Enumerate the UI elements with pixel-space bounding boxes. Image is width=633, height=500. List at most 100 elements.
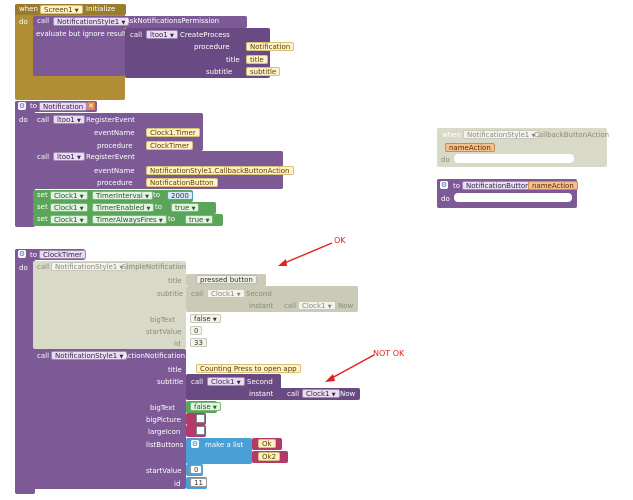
initialize-event-label: Initialize xyxy=(86,5,116,13)
gear-icon[interactable]: ⚙ xyxy=(191,440,199,448)
call-keyword: call xyxy=(37,17,50,25)
list-item-ok2[interactable]: Ok2 xyxy=(258,452,281,461)
action-title-value[interactable]: Counting Press to open app xyxy=(196,364,301,373)
make-a-list-label: make a list xyxy=(205,441,244,449)
call-keyword: call xyxy=(191,290,204,298)
eventname-label: eventName xyxy=(94,129,135,137)
do-keyword: do xyxy=(19,264,28,272)
now-method: Now xyxy=(340,390,356,398)
call-keyword: call xyxy=(37,263,50,271)
when-keyword: when xyxy=(442,131,461,139)
eventname-value-callback[interactable]: NotificationStyle1.CallbackButtonAction xyxy=(146,166,294,175)
startvalue-value[interactable]: 0 xyxy=(190,465,203,474)
nameaction-param[interactable]: nameAction xyxy=(528,181,578,190)
subtitle-label: subtitle xyxy=(157,378,184,386)
ltoo1-dropdown[interactable]: ltoo1 ▼ xyxy=(53,152,85,161)
bigtext-dropdown[interactable]: false ▼ xyxy=(190,402,221,411)
procedure-name-clocktimer[interactable]: ClockTimer xyxy=(39,250,87,259)
notificationstyle1-dropdown[interactable]: NotificationStyle1 ▼ xyxy=(53,17,130,26)
nameaction-param[interactable]: nameAction xyxy=(445,143,495,152)
bigtext-label: bigText xyxy=(150,316,175,324)
simple-title-value[interactable]: pressed button xyxy=(196,275,257,284)
not-ok-arrow-icon xyxy=(325,354,375,382)
register-event-method: RegisterEvent xyxy=(86,116,135,124)
eventname-label: eventName xyxy=(94,167,135,175)
procedure-value-notificationbutton[interactable]: NotificationButton xyxy=(146,178,218,187)
bigpicture-empty-text[interactable] xyxy=(196,414,205,423)
call-keyword: call xyxy=(37,153,50,161)
clock1-dropdown[interactable]: Clock1 ▼ xyxy=(302,389,340,398)
simple-notification-block[interactable] xyxy=(33,261,186,349)
to-keyword: to xyxy=(153,191,161,199)
procedure-value-clocktimer[interactable]: ClockTimer xyxy=(146,141,194,150)
bigtext-label: bigText xyxy=(150,404,175,412)
clock1-dropdown[interactable]: Clock1 ▼ xyxy=(207,289,245,298)
ltoo1-dropdown[interactable]: ltoo1 ▼ xyxy=(53,115,85,124)
to-keyword: to xyxy=(155,203,163,211)
startvalue-label: startValue xyxy=(146,467,182,475)
evaluate-ignore-block[interactable] xyxy=(33,28,125,76)
eventname-value-clock1-timer[interactable]: Clock1.Timer xyxy=(146,128,200,137)
timerinterval-value[interactable]: 2000 xyxy=(167,191,193,200)
callback-action-event: CallbackButtonAction xyxy=(534,131,610,139)
largeicon-empty-text[interactable] xyxy=(196,426,205,435)
call-keyword: call xyxy=(37,116,50,124)
id-label: id xyxy=(174,480,181,488)
startvalue-value[interactable]: 0 xyxy=(190,326,203,335)
startvalue-label: startValue xyxy=(146,328,182,336)
call-keyword: call xyxy=(130,31,143,39)
param-procedure-label: procedure xyxy=(194,43,230,51)
procedure-value-notification[interactable]: Notification xyxy=(246,42,295,51)
gear-icon[interactable]: ⚙ xyxy=(18,250,26,258)
clock1-dropdown[interactable]: Clock1 ▼ xyxy=(50,191,88,200)
procedure-clocktimer-block[interactable] xyxy=(15,249,35,494)
procedure-notification-block[interactable] xyxy=(15,101,35,227)
not-ok-annotation: NOT OK xyxy=(373,349,405,358)
largeicon-label: largeIcon xyxy=(148,428,181,436)
call-keyword: call xyxy=(191,378,204,386)
timeralwaysfires-dropdown[interactable]: TimerAlwaysFires ▼ xyxy=(92,215,167,224)
to-keyword: to xyxy=(30,102,38,110)
ltoo1-dropdown[interactable]: ltoo1 ▼ xyxy=(146,30,178,39)
clock1-dropdown[interactable]: Clock1 ▼ xyxy=(50,203,88,212)
to-keyword: to xyxy=(168,215,176,223)
call-keyword: call xyxy=(37,352,50,360)
ok-arrow-icon xyxy=(278,242,333,266)
title-label: title xyxy=(168,366,182,374)
clock1-dropdown[interactable]: Clock1 ▼ xyxy=(298,301,336,310)
notificationstyle1-dropdown[interactable]: NotificationStyle1 ▼ xyxy=(51,262,128,271)
set-keyword: set xyxy=(37,203,48,211)
param-title-label: title xyxy=(226,56,240,64)
register-event-method: RegisterEvent xyxy=(86,153,135,161)
timeralwaysfires-value[interactable]: true ▼ xyxy=(185,215,214,224)
param-subtitle-label: subtitle xyxy=(206,68,233,76)
timerenabled-value[interactable]: true ▼ xyxy=(171,203,200,212)
to-keyword: to xyxy=(30,251,38,259)
to-keyword: to xyxy=(453,182,461,190)
close-icon[interactable]: ✕ xyxy=(87,102,95,110)
bigtext-dropdown[interactable]: false ▼ xyxy=(190,314,221,323)
gear-icon[interactable]: ⚙ xyxy=(18,102,26,110)
gear-icon[interactable]: ⚙ xyxy=(440,181,448,189)
instant-label: instant xyxy=(249,302,274,310)
subtitle-label: subtitle xyxy=(157,290,184,298)
procedure-name-notificationbutton[interactable]: NotificationButton xyxy=(462,181,534,190)
notificationstyle1-dropdown[interactable]: NotificationStyle1 ▼ xyxy=(51,351,128,360)
empty-do-slot xyxy=(454,193,572,202)
id-value[interactable]: 33 xyxy=(190,338,207,347)
subtitle-value[interactable]: subtitle xyxy=(246,67,281,76)
title-value[interactable]: title xyxy=(246,55,268,64)
screen1-dropdown[interactable]: Screen1 ▼ xyxy=(40,5,83,14)
action-notification-block[interactable] xyxy=(33,349,186,489)
procedure-label: procedure xyxy=(97,179,133,187)
timerinterval-dropdown[interactable]: TimerInterval ▼ xyxy=(92,191,153,200)
id-label: id xyxy=(174,340,181,348)
clock1-dropdown[interactable]: Clock1 ▼ xyxy=(207,377,245,386)
procedure-name-notification[interactable]: Notification xyxy=(39,102,88,111)
list-item-ok[interactable]: Ok xyxy=(258,439,276,448)
notificationstyle1-dropdown[interactable]: NotificationStyle1 ▼ xyxy=(463,130,540,139)
clock1-dropdown[interactable]: Clock1 ▼ xyxy=(50,215,88,224)
timerenabled-dropdown[interactable]: TimerEnabled ▼ xyxy=(92,203,155,212)
set-keyword: set xyxy=(37,191,48,199)
id-value[interactable]: 11 xyxy=(190,478,207,487)
